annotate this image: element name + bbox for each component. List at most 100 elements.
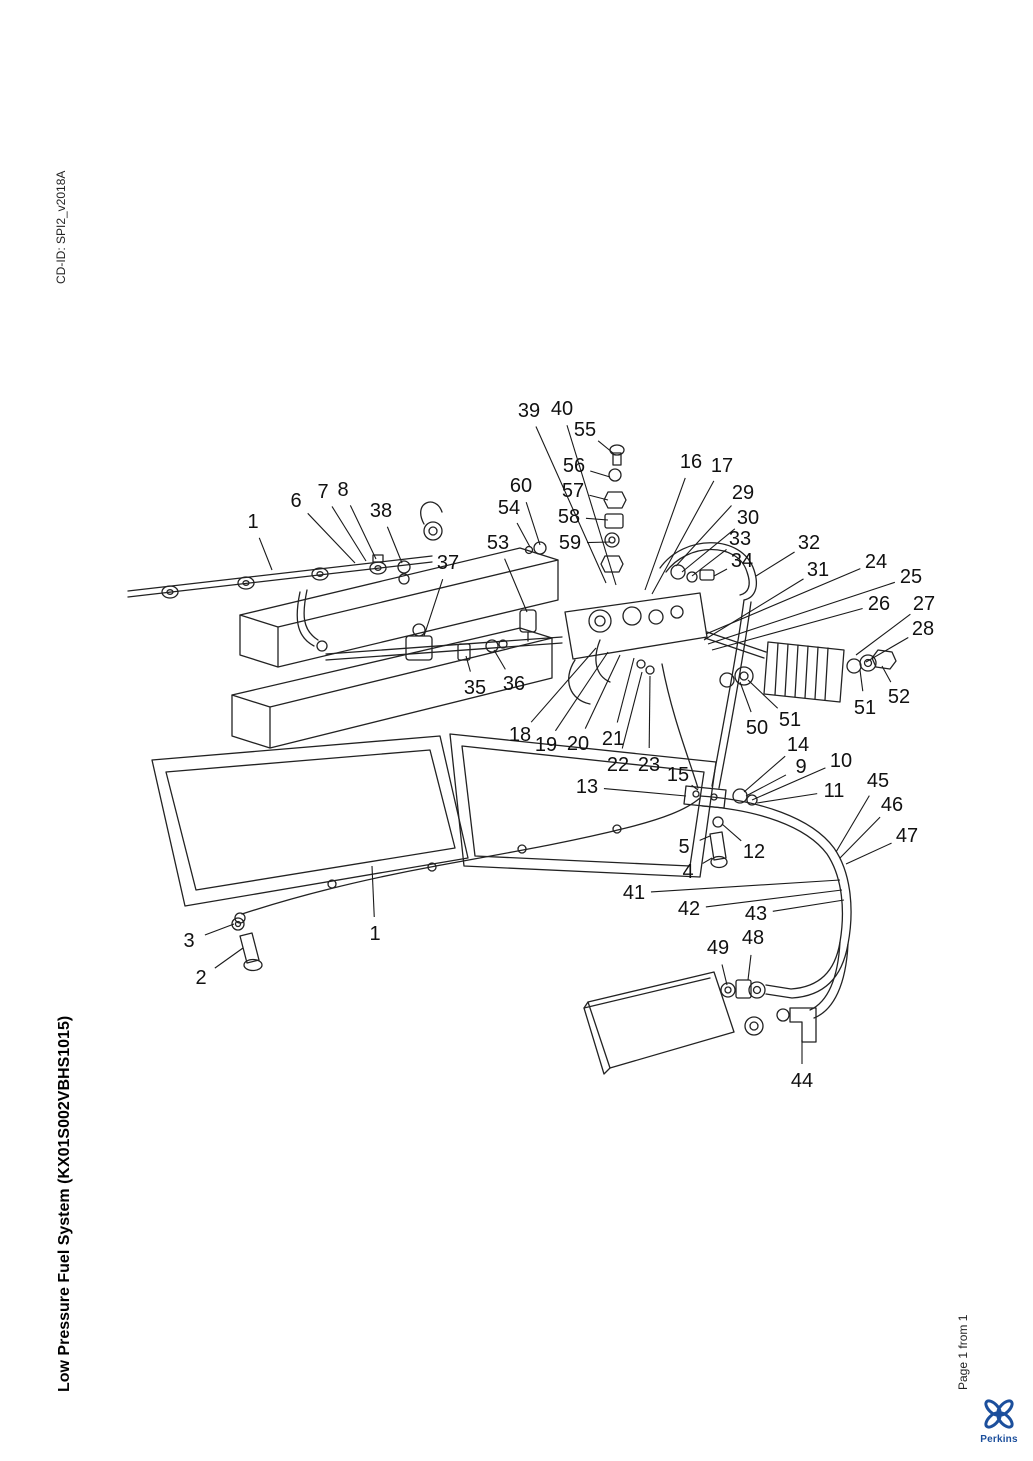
callout-label-9-9: 9	[795, 756, 806, 778]
callout-label-41-41: 41	[623, 882, 645, 904]
callout-label-19-19: 19	[535, 734, 557, 756]
callout-label-50-50: 50	[746, 717, 768, 739]
callout-leader-4-4	[702, 857, 713, 864]
callout-label-45-45: 45	[867, 770, 889, 792]
callout-leader-27-27	[855, 613, 911, 656]
tank-box	[584, 972, 734, 1074]
callout-label-7-7: 7	[317, 481, 328, 503]
u-bend-pipe	[297, 590, 327, 651]
callout-leader-28-28	[865, 637, 909, 663]
callout-label-11-11: 11	[824, 780, 845, 802]
callout-leader-9-9	[745, 774, 787, 797]
callout-leader-39-39	[535, 426, 607, 584]
callout-label-48-48: 48	[742, 927, 764, 949]
callout-label-8-8: 8	[337, 479, 348, 501]
callout-leader-52-51	[859, 669, 864, 692]
callout-label-18-18: 18	[509, 724, 531, 746]
callout-leader-59-58	[585, 517, 609, 521]
callout-label-37-37: 37	[437, 552, 459, 574]
supply-pipes	[700, 796, 851, 998]
callout-label-6-6: 6	[290, 490, 301, 512]
callout-label-59-58: 58	[558, 506, 580, 528]
callout-label-28-28: 28	[912, 618, 934, 640]
callout-label-53-52: 52	[888, 686, 910, 708]
callout-label-46-46: 46	[881, 794, 903, 816]
callout-leader-47-47	[845, 842, 892, 865]
callout-label-12-12: 12	[743, 841, 765, 863]
callout-leader-10-10	[751, 767, 826, 801]
callout-leader-12-12	[721, 823, 742, 842]
callout-label-32-32: 32	[798, 532, 820, 554]
callout-label-21-21: 21	[602, 728, 624, 750]
callout-leader-13-13	[603, 787, 687, 797]
callout-leader-14-14	[743, 755, 786, 793]
callout-label-43-43: 43	[745, 903, 767, 925]
valve-cover-left	[152, 736, 468, 906]
down-pipes	[662, 600, 751, 788]
callout-label-35-35: 35	[464, 677, 486, 699]
callout-label-39-39: 39	[518, 400, 540, 422]
callout-leader-20-20	[584, 654, 621, 729]
callout-leader-36-36	[493, 649, 506, 670]
callout-label-24-24: 24	[865, 551, 887, 573]
callout-label-1-1: 1	[369, 923, 380, 945]
callout-leader-49-49	[721, 964, 728, 986]
callout-leader-2-2	[214, 947, 244, 969]
callout-leader-53-52	[881, 665, 892, 683]
callout-leader-38-38	[386, 526, 403, 564]
callout-leader-50-50	[739, 681, 752, 713]
callout-leader-18-18	[530, 647, 597, 723]
fuel-filter	[720, 642, 896, 702]
cylinder-head-upper	[240, 548, 558, 667]
callout-leader-32-32	[755, 551, 795, 577]
callout-leader-19-19	[554, 651, 609, 732]
banjo-bolt-bottom-left	[232, 918, 262, 971]
callout-leader-23-23	[648, 675, 651, 749]
injector-return-stubs	[569, 640, 610, 704]
callout-label-58-57: 57	[562, 480, 584, 502]
callout-leader-3-3	[204, 923, 235, 936]
callout-leader-21-21	[616, 657, 635, 723]
callout-leader-0-1	[258, 537, 273, 571]
callout-leader-29-29	[675, 505, 732, 567]
callout-leader-30-30	[681, 528, 736, 573]
callout-leader-45-45	[835, 795, 870, 853]
callout-label-4-4: 4	[682, 861, 693, 883]
callout-label-30-30: 30	[737, 507, 759, 529]
callout-label-13-13: 13	[576, 776, 598, 798]
callout-leader-1-1	[371, 865, 375, 918]
callout-label-23-23: 23	[638, 754, 660, 776]
callout-leader-16-16	[644, 477, 686, 591]
perkins-logo	[984, 1399, 1014, 1429]
callout-leader-34-34	[713, 568, 728, 577]
callout-label-61-60: 60	[510, 475, 532, 497]
callout-leader-25-25	[707, 581, 896, 645]
fuel-return-rail	[128, 555, 432, 598]
callout-leader-57-56	[590, 470, 611, 478]
small-fittings	[398, 542, 546, 641]
callout-label-10-10: 10	[830, 750, 852, 772]
callout-leader-8-8	[349, 505, 377, 560]
callout-leader-58-57	[589, 494, 609, 501]
callout-label-52-51: 51	[854, 697, 876, 719]
valve-cover-right	[450, 734, 716, 877]
callout-label-47-47: 47	[896, 825, 918, 847]
callout-label-0-1: 1	[247, 511, 258, 533]
callout-label-57-56: 56	[563, 455, 585, 477]
callout-label-16-16: 16	[680, 451, 702, 473]
mid-fuel-pipe	[326, 624, 562, 660]
callout-leader-17-17	[651, 480, 715, 595]
callout-leader-60-59	[586, 541, 611, 544]
callout-leader-54-53	[504, 558, 528, 613]
callout-label-44-44: 44	[791, 1070, 813, 1092]
callout-label-25-25: 25	[900, 566, 922, 588]
callout-label-27-27: 27	[913, 593, 935, 615]
callout-leader-35-35	[465, 655, 471, 672]
callout-leader-5-5	[699, 835, 711, 841]
callout-label-20-20: 20	[567, 733, 589, 755]
callout-label-40-40: 40	[551, 398, 573, 420]
callout-leader-41-41	[650, 879, 841, 893]
callout-leader-48-48	[747, 954, 752, 981]
callout-leader-51-51	[747, 679, 779, 709]
